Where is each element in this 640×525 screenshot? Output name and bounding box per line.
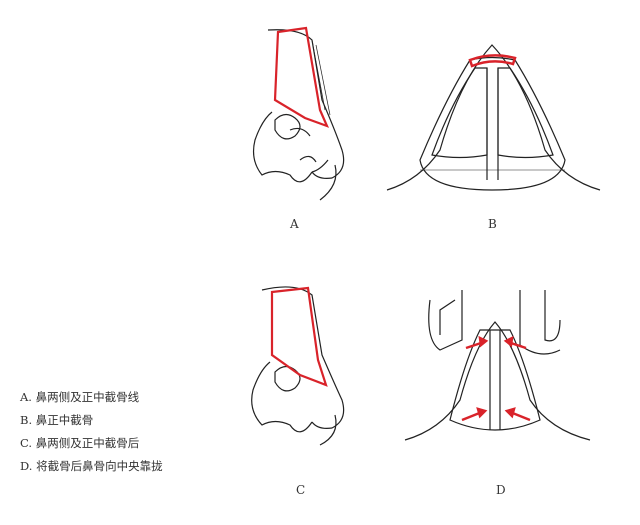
legend-item-d: D. 将截骨后鼻骨向中央靠拢 [20, 459, 163, 473]
panel-c-nose-profile [251, 286, 345, 446]
panel-b-midline-osteotomy [468, 54, 517, 68]
panel-label-a: A [290, 217, 299, 231]
panel-a-osteotomy-line [273, 26, 330, 128]
panel-a-nose-profile [252, 29, 345, 201]
panel-b-cross-section [386, 44, 601, 191]
panel-d-medialization-arrows [461, 335, 531, 422]
panel-c-osteotomy-result [270, 286, 328, 387]
panel-label-c: C [296, 483, 306, 497]
panel-label-d: D [496, 483, 506, 497]
legend-item-c: C. 鼻两侧及正中截骨后 [20, 436, 140, 450]
legend: A. 鼻两侧及正中截骨线 B. 鼻正中截骨 C. 鼻两侧及正中截骨后 D. 将截… [20, 386, 163, 478]
legend-item-a: A. 鼻两侧及正中截骨线 [20, 390, 140, 404]
panel-label-b: B [488, 217, 497, 231]
panel-d-cross-section [404, 290, 591, 441]
legend-item-b: B. 鼻正中截骨 [20, 413, 94, 427]
